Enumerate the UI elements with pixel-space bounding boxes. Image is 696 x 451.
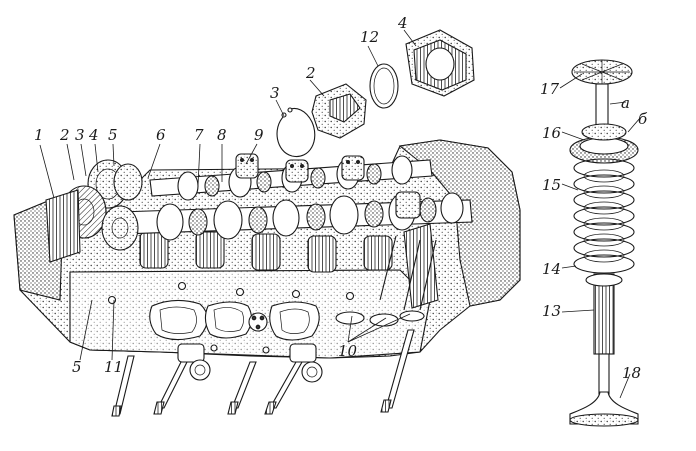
label-2-gear: 2 bbox=[305, 64, 316, 82]
label-16: 16 bbox=[542, 124, 562, 142]
gear-piece-2 bbox=[311, 83, 367, 139]
valve-detail bbox=[335, 223, 439, 327]
label-5-bottom: 5 bbox=[72, 358, 82, 376]
face-fittings bbox=[177, 343, 323, 383]
head-studs bbox=[111, 329, 415, 417]
label-10: 10 bbox=[338, 342, 358, 360]
label-9: 9 bbox=[254, 126, 264, 144]
intake-ports bbox=[149, 299, 320, 341]
label-8: 8 bbox=[217, 126, 227, 144]
label-4-sleeve: 4 bbox=[397, 14, 408, 32]
label-14: 14 bbox=[542, 260, 561, 278]
label-11: 11 bbox=[104, 358, 123, 376]
retaining-ring-3 bbox=[276, 107, 316, 157]
sleeve-4 bbox=[405, 29, 475, 97]
bearing-caps bbox=[235, 153, 421, 219]
label-3: 3 bbox=[75, 126, 85, 144]
label-12: 12 bbox=[360, 28, 379, 46]
label-7: 7 bbox=[194, 126, 204, 144]
label-18: 18 bbox=[622, 364, 641, 382]
label-1: 1 bbox=[34, 126, 44, 144]
label-4: 4 bbox=[88, 126, 99, 144]
ring-12 bbox=[369, 63, 399, 109]
label-5: 5 bbox=[108, 126, 118, 144]
callout-labels: 1 2 3 4 5 6 7 8 9 3 2 12 4 17 а б 16 15 … bbox=[34, 14, 648, 382]
label-13: 13 bbox=[542, 302, 561, 320]
valve-assembly bbox=[569, 59, 639, 427]
leader-lines bbox=[39, 29, 641, 399]
label-b: б bbox=[638, 110, 648, 128]
label-17: 17 bbox=[540, 80, 560, 98]
face-bolts bbox=[107, 281, 355, 354]
label-3-ring: 3 bbox=[270, 84, 280, 102]
label-6: 6 bbox=[156, 126, 166, 144]
valve-spring-row bbox=[139, 231, 393, 273]
valve-spring-15 bbox=[573, 158, 635, 274]
label-15: 15 bbox=[542, 176, 561, 194]
label-2: 2 bbox=[59, 126, 70, 144]
label-a: а bbox=[621, 94, 630, 112]
